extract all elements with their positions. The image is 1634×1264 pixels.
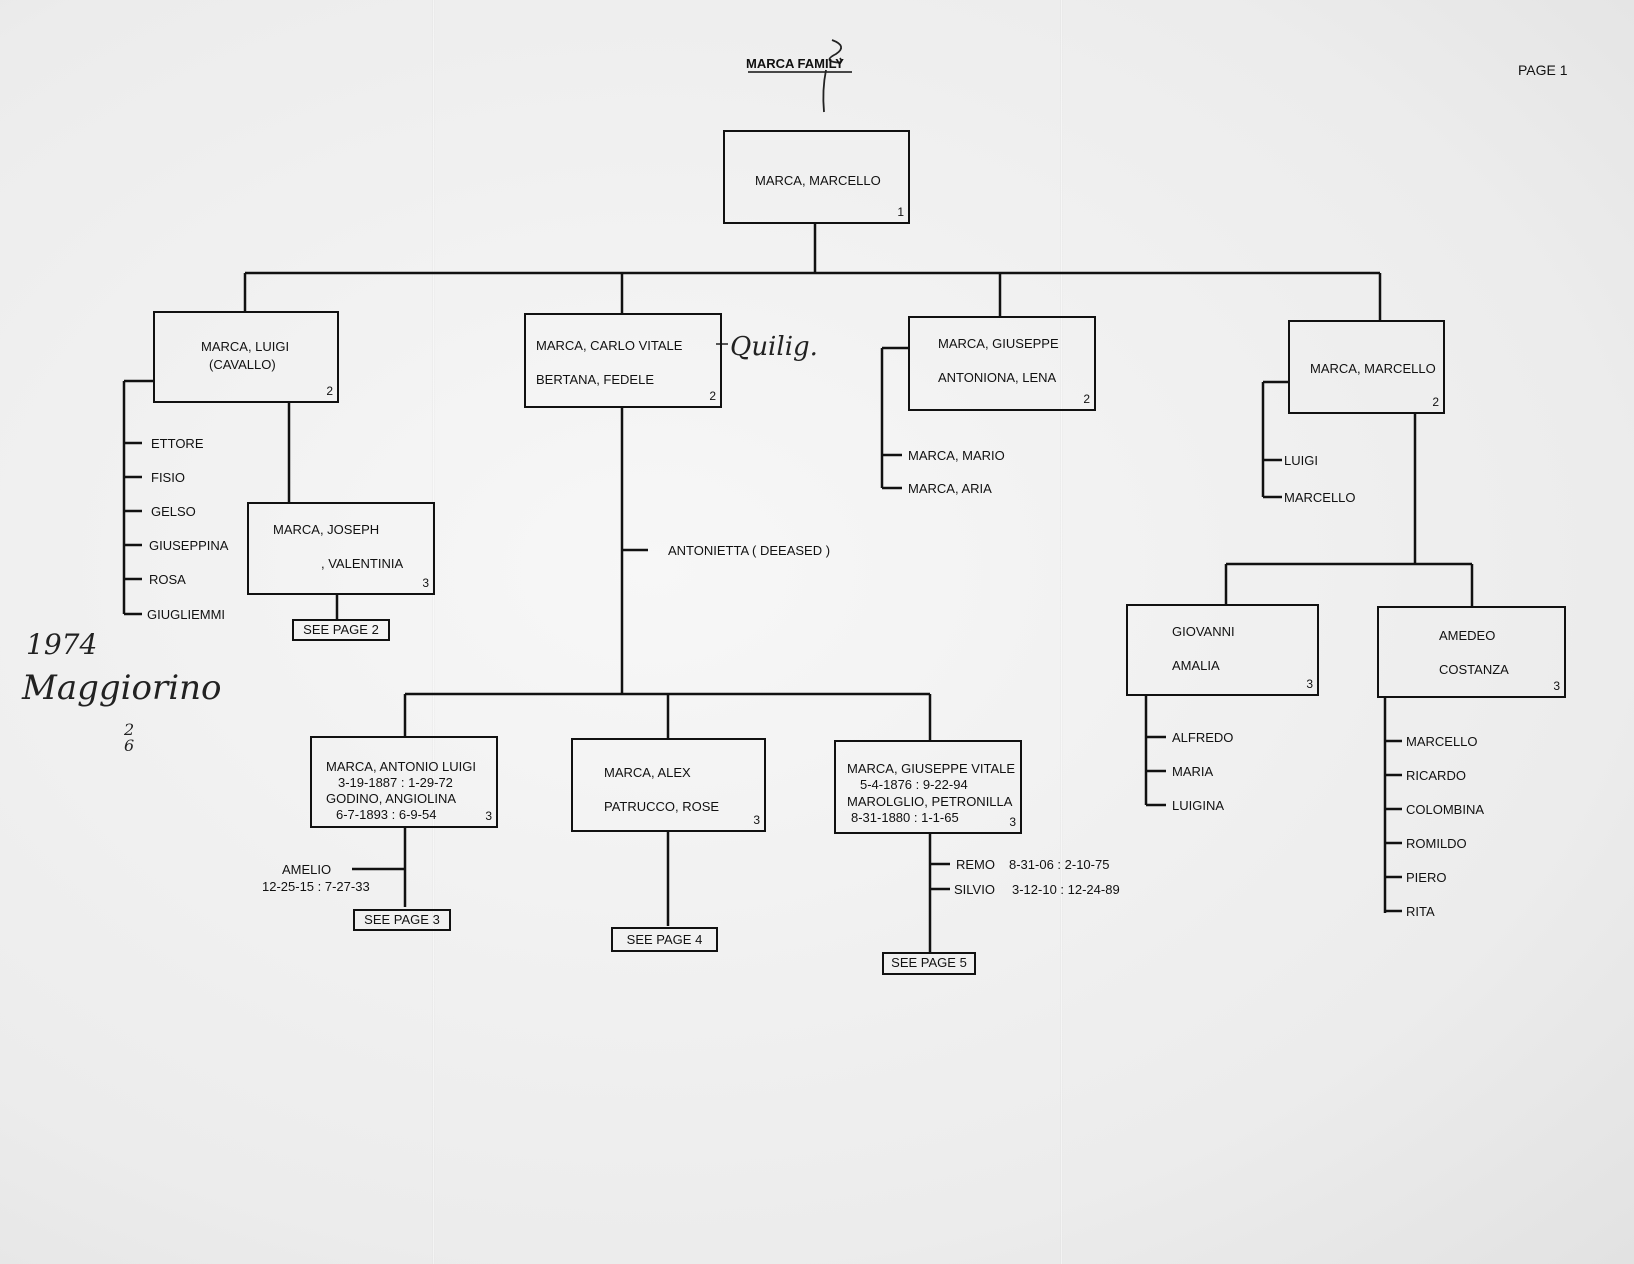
alex-spouse: PATRUCCO, ROSE [604, 799, 720, 814]
giovanni-child: MARIA [1172, 764, 1214, 779]
see-page-3-box: SEE PAGE 3 [353, 909, 451, 931]
generation-number: 2 [1432, 395, 1439, 409]
see-page-4-box: SEE PAGE 4 [611, 927, 718, 952]
joseph-box: MARCA, JOSEPH , VALENTINIA 3 [247, 502, 435, 595]
alex-name: MARCA, ALEX [604, 765, 691, 780]
gvitale-child-name: SILVIO [954, 882, 995, 897]
gvitale-child-dates: 3-12-10 : 12-24-89 [1012, 882, 1120, 897]
luigi-nickname: (CAVALLO) [209, 357, 276, 372]
luigi-name: MARCA, LUIGI [201, 339, 290, 354]
luigi-child: GIUGLIEMMI [147, 607, 226, 622]
carlo-name: MARCA, CARLO VITALE [536, 338, 683, 353]
amedeo-box: AMEDEO COSTANZA 3 [1377, 606, 1566, 698]
carlo-spouse: BERTANA, FEDELE [536, 372, 654, 387]
giuseppe-vitale-name: MARCA, GIUSEPPE VITALE [847, 761, 1016, 776]
amedeo-child: PIERO [1406, 870, 1447, 885]
luigi-child: FISIO [151, 470, 185, 485]
giuseppe-box: MARCA, GIUSEPPE ANTONIONA, LENA 2 [908, 316, 1096, 411]
luigi-child: GELSO [151, 504, 196, 519]
gvitale-child-name: REMO [956, 857, 995, 872]
giovanni-box: GIOVANNI AMALIA 3 [1126, 604, 1319, 696]
luigi-child: ROSA [149, 572, 186, 587]
root-person-box: MARCA, MARCELLO 1 [723, 130, 910, 224]
antonio-child-dates: 12-25-15 : 7-27-33 [262, 879, 370, 894]
marcello-gen2-box: MARCA, MARCELLO 2 [1288, 320, 1445, 414]
luigi-box: MARCA, LUIGI (CAVALLO) 2 [153, 311, 339, 403]
handwritten-mark: 2 6 [124, 720, 135, 755]
marcello-child: LUIGI [1284, 453, 1318, 468]
page-label: PAGE 1 [1518, 62, 1568, 78]
generation-number: 3 [485, 809, 492, 823]
paper-fold [432, 0, 435, 1264]
see-page-5-box: SEE PAGE 5 [882, 952, 976, 975]
generation-number: 3 [1306, 677, 1313, 691]
joseph-name: MARCA, JOSEPH [273, 522, 380, 537]
giuseppe-child: MARCA, MARIO [908, 448, 1005, 463]
amedeo-child: RICARDO [1406, 768, 1466, 783]
generation-number: 1 [897, 205, 904, 219]
luigi-child: ETTORE [151, 436, 204, 451]
amedeo-name: AMEDEO [1439, 628, 1496, 643]
amedeo-child: COLOMBINA [1406, 802, 1485, 817]
generation-number: 3 [1009, 815, 1016, 829]
giovanni-child: LUIGINA [1172, 798, 1225, 813]
giuseppe-vitale-dates: 5-4-1876 : 9-22-94 [860, 777, 968, 792]
generation-number: 3 [422, 576, 429, 590]
antonio-box: MARCA, ANTONIO LUIGI 3-19-1887 : 1-29-72… [310, 736, 498, 828]
amedeo-spouse: COSTANZA [1439, 662, 1509, 677]
antonio-child: AMELIO [282, 862, 332, 877]
giovanni-spouse: AMALIA [1172, 658, 1220, 673]
generation-number: 3 [753, 813, 760, 827]
antonio-name: MARCA, ANTONIO LUIGI [326, 759, 477, 774]
generation-number: 2 [326, 384, 333, 398]
see-page-2-box: SEE PAGE 2 [292, 619, 390, 641]
alex-box: MARCA, ALEX PATRUCCO, ROSE 3 [571, 738, 766, 832]
giuseppe-name: MARCA, GIUSEPPE [938, 336, 1059, 351]
generation-number: 3 [1553, 679, 1560, 693]
giovanni-name: GIOVANNI [1172, 624, 1235, 639]
giuseppe-vitale-spouse: MAROLGLIO, PETRONILLA [847, 794, 1013, 809]
antonio-spouse-dates: 6-7-1893 : 6-9-54 [336, 807, 437, 822]
generation-number: 2 [1083, 392, 1090, 406]
carlo-box: MARCA, CARLO VITALE BERTANA, FEDELE 2 [524, 313, 722, 408]
amedeo-child: ROMILDO [1406, 836, 1467, 851]
giuseppe-child: MARCA, ARIA [908, 481, 992, 496]
marcello-gen2-name: MARCA, MARCELLO [1310, 361, 1436, 376]
giuseppe-spouse: ANTONIONA, LENA [938, 370, 1057, 385]
handwritten-year: 1974 [26, 628, 98, 661]
amedeo-child: MARCELLO [1406, 734, 1478, 749]
carlo-child-deceased: ANTONIETTA ( DEEASED ) [668, 543, 831, 558]
antonio-spouse: GODINO, ANGIOLINA [326, 791, 457, 806]
page-title: MARCA FAMILY [746, 56, 844, 71]
handwritten-name: Maggiorino [22, 668, 222, 708]
giuseppe-vitale-box: MARCA, GIUSEPPE VITALE 5-4-1876 : 9-22-9… [834, 740, 1022, 834]
giovanni-child: ALFREDO [1172, 730, 1234, 745]
antonio-dates: 3-19-1887 : 1-29-72 [338, 775, 453, 790]
gvitale-child-dates: 8-31-06 : 2-10-75 [1009, 857, 1110, 872]
giuseppe-vitale-spouse-dates: 8-31-1880 : 1-1-65 [851, 810, 959, 825]
joseph-spouse: , VALENTINIA [321, 556, 404, 571]
root-person-name: MARCA, MARCELLO [755, 173, 881, 188]
generation-number: 2 [709, 389, 716, 403]
paper-fold [1060, 0, 1063, 1264]
luigi-child: GIUSEPPINA [149, 538, 229, 553]
amedeo-child: RITA [1406, 904, 1435, 919]
handwritten-note: Quilig. [730, 332, 818, 362]
marcello-child: MARCELLO [1284, 490, 1356, 505]
